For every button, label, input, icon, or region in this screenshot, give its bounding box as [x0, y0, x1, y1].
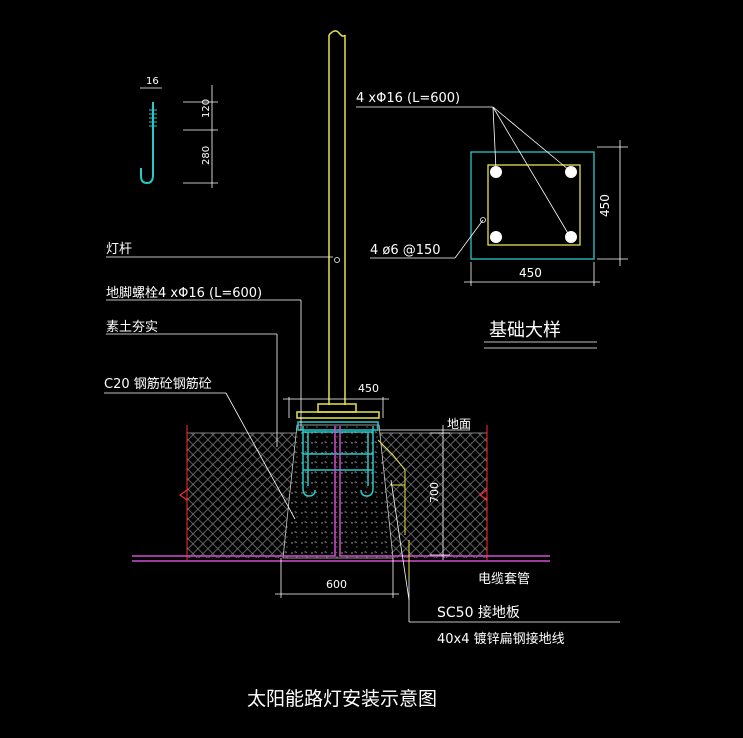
width-bottom-dim: 600: [326, 578, 347, 591]
detail-title: 基础大样: [489, 320, 561, 341]
flat-steel-label: 40x4 镀锌扁钢接地线: [437, 631, 565, 647]
rebar-spec-label: 4 xΦ16 (L=600): [356, 91, 460, 106]
sc50-label: SC50 接地板: [437, 604, 520, 621]
hook-top-dim: 120: [201, 99, 212, 118]
plan-detail: [356, 106, 628, 349]
cable-sleeve-label: 电缆套管: [478, 571, 530, 587]
concrete-foundation: [132, 421, 550, 580]
lamp-pole: [296, 30, 380, 419]
plan-width-dim: 450: [519, 266, 542, 280]
plan-height-dim: 450: [598, 194, 612, 217]
anchor-bolt-label: 地脚螺栓4 xΦ16 (L=600): [106, 285, 262, 301]
hook-length-dim: 280: [201, 146, 212, 165]
main-title: 太阳能路灯安装示意图: [247, 688, 437, 710]
soil-label: 素土夯实: [106, 320, 158, 335]
stirrup-label: 4 ø6 @150: [370, 243, 441, 258]
base-top-dim: 450: [358, 382, 379, 395]
hook-width-dim: 16: [146, 76, 159, 87]
pole-label: 灯杆: [106, 242, 132, 257]
leader-lines: [104, 256, 620, 623]
hook-bolt-detail: [140, 85, 218, 188]
ground-label: 地面: [447, 417, 471, 431]
concrete-label: C20 钢筋砼钢筋砼: [104, 376, 212, 392]
depth-dim: 700: [428, 482, 441, 503]
